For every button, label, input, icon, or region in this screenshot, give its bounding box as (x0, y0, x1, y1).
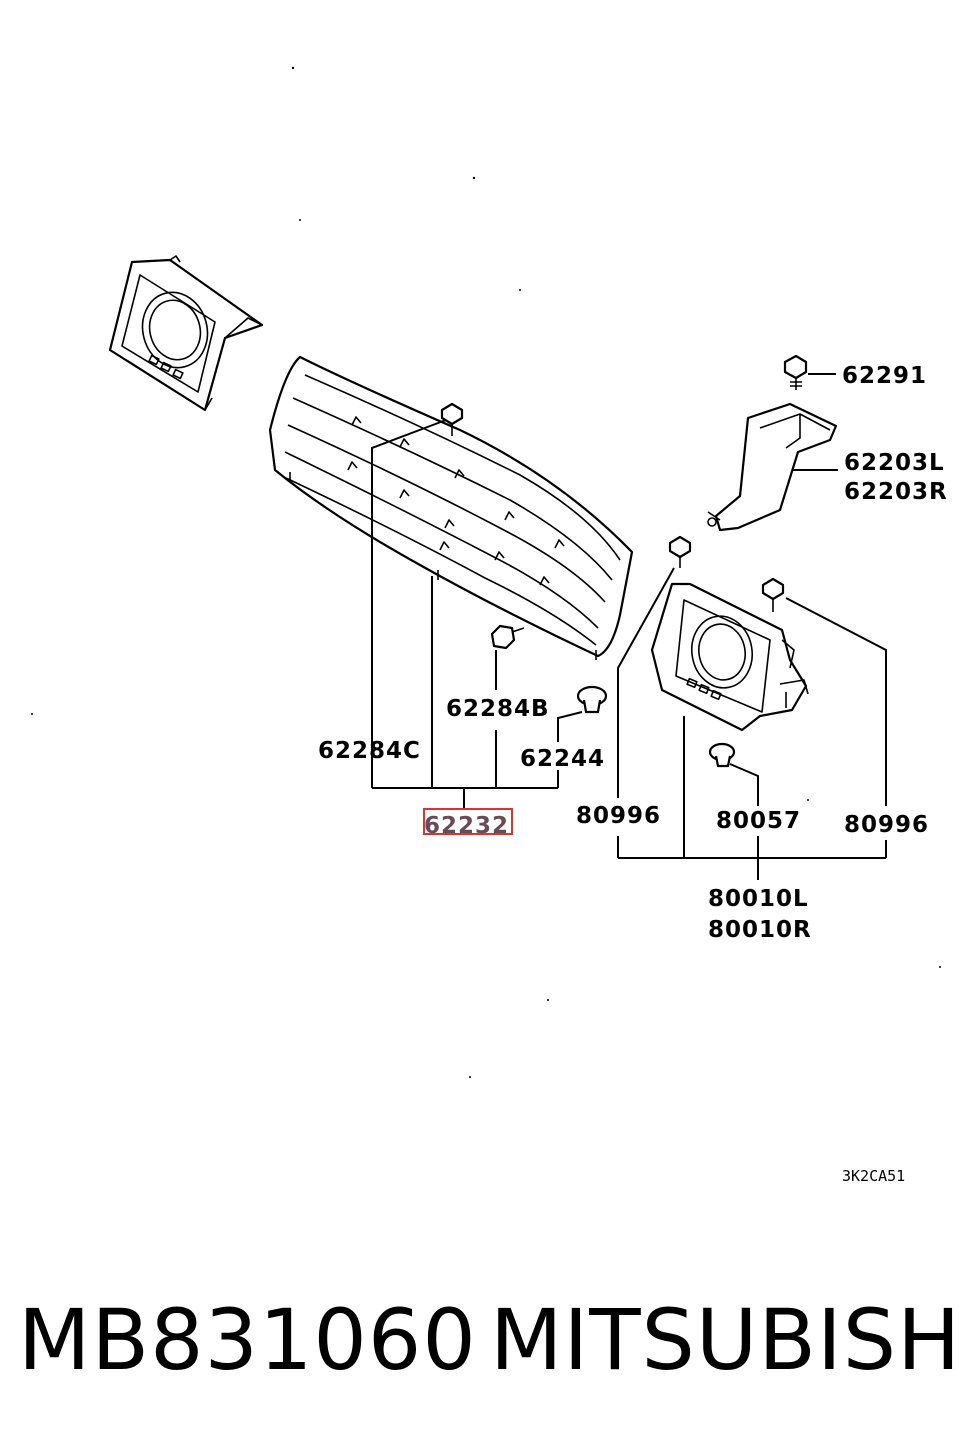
part-number: MB831060 (18, 1291, 477, 1389)
leader-lines (371, 373, 887, 880)
label-80057: 80057 (716, 808, 801, 834)
label-62291: 62291 (842, 363, 927, 389)
bolt-62284c (440, 402, 464, 436)
bolt-62291 (783, 354, 808, 390)
left-headlamp-bezel (108, 255, 264, 412)
parts-diagram: 62291 62203L 62203R 62284B 62284C 62244 … (31, 66, 948, 1185)
label-80010r: 80010R (708, 917, 812, 943)
label-62244: 62244 (520, 746, 605, 772)
right-headlamp-bezel (650, 582, 809, 732)
label-62284b: 62284B (446, 696, 550, 722)
bolt-80996-right (761, 577, 785, 612)
brand-name: MITSUBISHI (490, 1291, 960, 1389)
caption: MB831060 MITSUBISHI (0, 1280, 960, 1400)
bolt-80996-left (668, 535, 692, 568)
bracket-62203 (707, 402, 838, 532)
label-62284c: 62284C (318, 738, 421, 764)
clip-62244 (576, 685, 608, 714)
highlight-box-62232 (423, 808, 513, 835)
label-80996-left: 80996 (576, 803, 661, 829)
front-grille (268, 355, 634, 660)
drawing-code: 3K2CA51 (842, 1167, 905, 1185)
label-62203r: 62203R (844, 479, 948, 505)
scan-specks (31, 66, 941, 1078)
label-62232[interactable]: 62232 (424, 813, 509, 839)
bolt-62284b (490, 624, 525, 650)
label-80996-right: 80996 (844, 812, 929, 838)
clip-80057 (708, 742, 736, 768)
label-62203l: 62203L (844, 450, 945, 476)
label-80010l: 80010L (708, 886, 809, 912)
